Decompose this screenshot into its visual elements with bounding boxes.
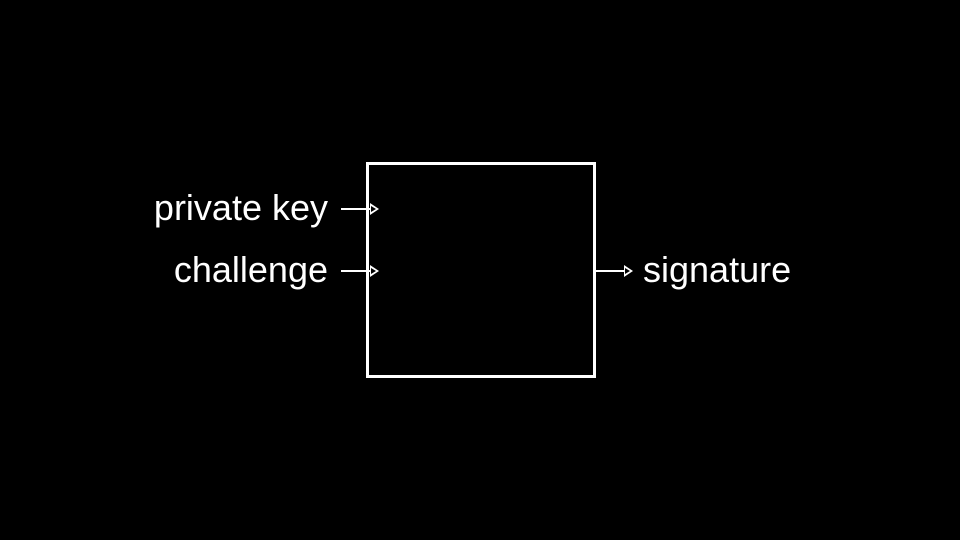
output-label-signature: signature bbox=[643, 249, 792, 290]
process-box bbox=[366, 162, 596, 378]
arrowhead-icon bbox=[370, 265, 379, 277]
arrow-private-key-icon bbox=[341, 203, 379, 215]
arrow-signature-icon bbox=[595, 265, 633, 277]
arrowhead-icon bbox=[370, 203, 379, 215]
input-label-private-key: private key bbox=[153, 187, 328, 228]
input-label-challenge: challenge bbox=[173, 249, 328, 290]
arrowhead-icon bbox=[624, 265, 633, 277]
arrow-challenge-icon bbox=[341, 265, 379, 277]
